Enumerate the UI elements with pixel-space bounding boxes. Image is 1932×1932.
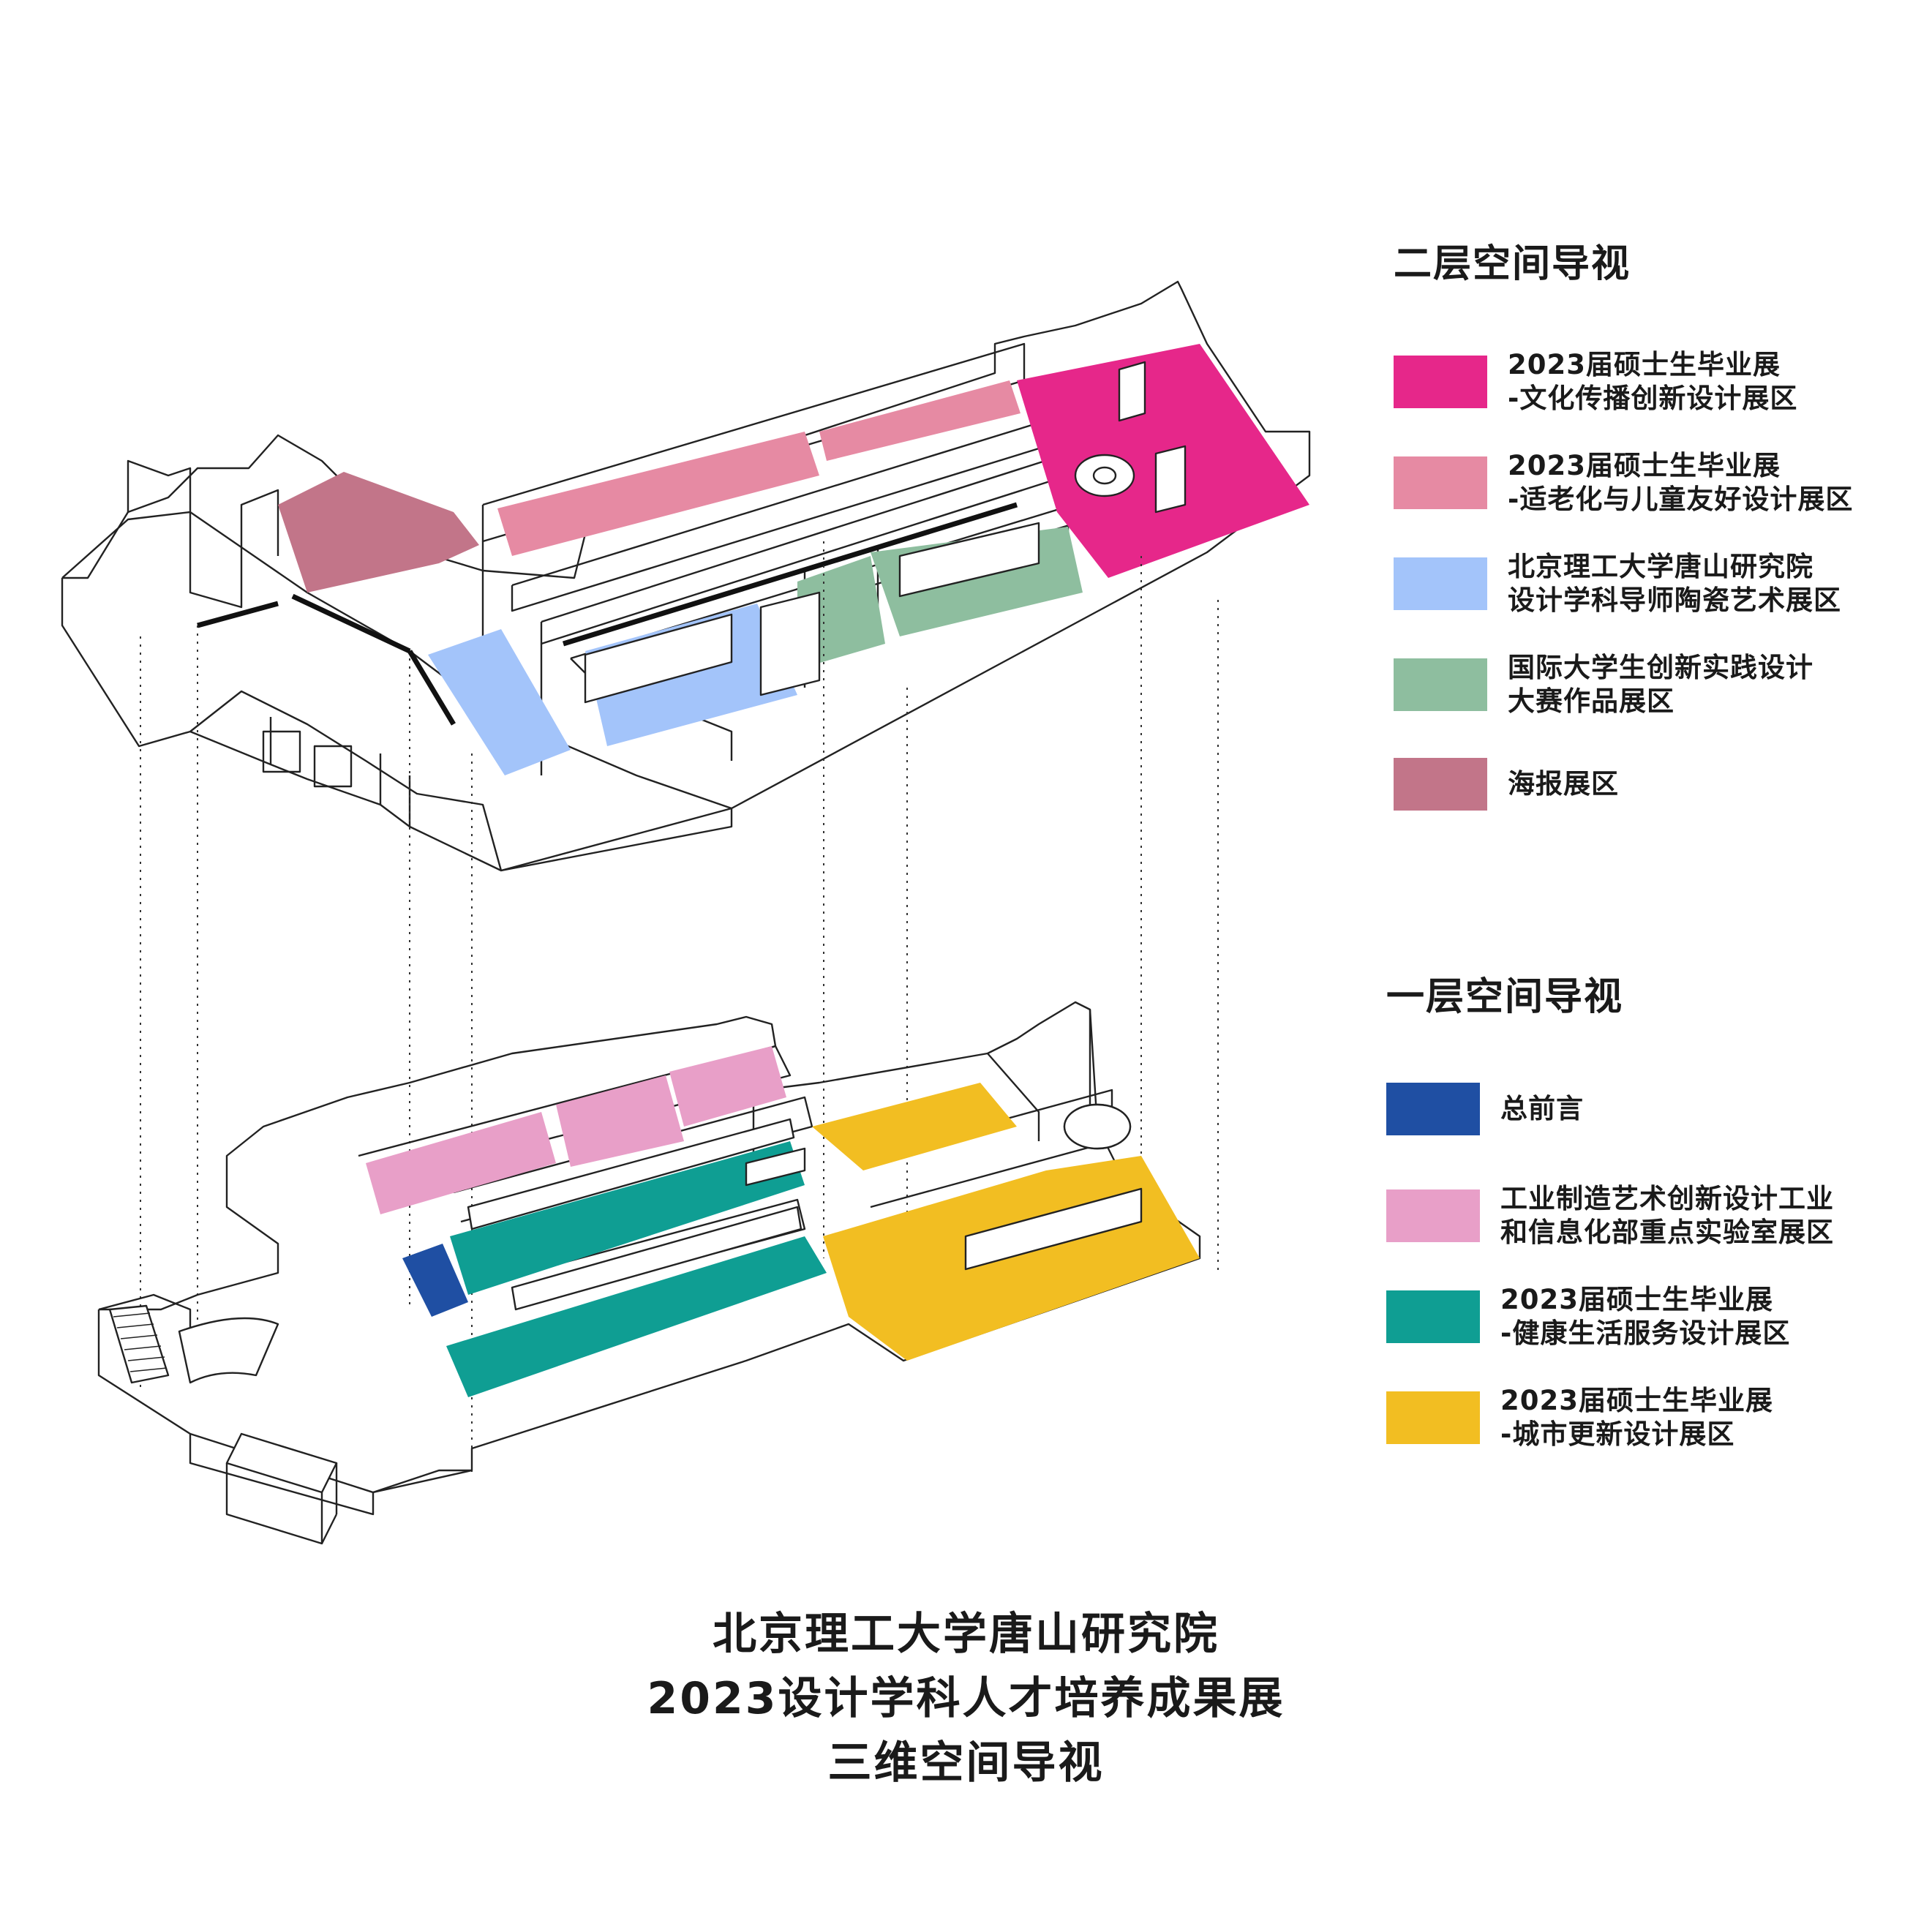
legend-item-urban-renewal: 2023届硕士生毕业展-城市更新设计展区: [1386, 1384, 1773, 1451]
caption-line-3: 三维空间导视: [827, 1737, 1105, 1789]
legend-swatch: [1386, 1083, 1480, 1135]
legend-swatch: [1386, 1189, 1480, 1242]
upper-floor-heading: 二层空间导视: [1394, 242, 1631, 286]
legend-item-elderly-child-friendly: 2023届硕士生毕业展-适老化与儿童友好设计展区: [1394, 449, 1853, 516]
legend-item-innovation-competition: 国际大学生创新实践设计大赛作品展区: [1394, 651, 1813, 718]
lower-floor-heading: 一层空间导视: [1386, 975, 1624, 1019]
legend-swatch: [1394, 456, 1487, 509]
upper-floor-outer-wall: [61, 280, 1311, 872]
legend-item-culture-communication: 2023届硕士生毕业展-文化传播创新设计展区: [1394, 348, 1797, 416]
legend-label: 海报展区: [1508, 768, 1619, 800]
zone-healthy-living: [450, 1141, 805, 1295]
caption-line-2: 2023设计学科人才培养成果展: [647, 1673, 1285, 1724]
zone-general-preface: [402, 1244, 468, 1317]
legend-label: 2023届硕士生毕业展-适老化与儿童友好设计展区: [1508, 450, 1854, 515]
legend-swatch: [1394, 557, 1487, 610]
zone-urban-renewal: [812, 1083, 1017, 1170]
caption-line-1: 北京理工大学唐山研究院: [713, 1609, 1219, 1660]
left-stair: [108, 1304, 170, 1384]
legend-label: 2023届硕士生毕业展-文化传播创新设计展区: [1508, 349, 1798, 414]
zone-industrial-manufacturing: [366, 1112, 556, 1214]
legend-swatch: [1394, 658, 1487, 711]
legend-swatch: [1394, 758, 1487, 811]
legend-swatch: [1386, 1391, 1480, 1444]
lower-floor-drawing: [97, 1001, 1201, 1545]
zone-ceramic-art: [428, 629, 571, 775]
legend-swatch: [1386, 1290, 1480, 1343]
legend-item-healthy-living: 2023届硕士生毕业展-健康生活服务设计展区: [1386, 1283, 1790, 1350]
legend-label: 国际大学生创新实践设计大赛作品展区: [1508, 652, 1813, 717]
legend-item-poster: 海报展区: [1394, 758, 1619, 811]
lower-floor-outer-wall: [97, 1001, 1201, 1516]
legend-label: 2023届硕士生毕业展-健康生活服务设计展区: [1500, 1284, 1791, 1349]
legend-item-industrial-manufacturing: 工业制造艺术创新设计工业和信息化部重点实验室展区: [1386, 1182, 1834, 1249]
exhibition-title: 北京理工大学唐山研究院 2023设计学科人才培养成果展 三维空间导视: [0, 1602, 1932, 1795]
entrance-vestibule: [225, 1432, 338, 1494]
legend-label: 总前言: [1500, 1093, 1584, 1124]
legend-item-ceramic-art: 北京理工大学唐山研究院设计学科导师陶瓷艺术展区: [1394, 550, 1841, 617]
legend-label: 工业制造艺术创新设计工业和信息化部重点实验室展区: [1500, 1183, 1834, 1248]
legend-label: 2023届硕士生毕业展-城市更新设计展区: [1500, 1385, 1773, 1450]
curved-stair: [178, 1317, 279, 1384]
legend-swatch: [1394, 356, 1487, 408]
legend-label: 北京理工大学唐山研究院设计学科导师陶瓷艺术展区: [1508, 551, 1841, 616]
legend-item-general-preface: 总前言: [1386, 1083, 1584, 1135]
zone-elderly-child-friendly: [497, 432, 819, 556]
zone-poster: [278, 472, 479, 593]
